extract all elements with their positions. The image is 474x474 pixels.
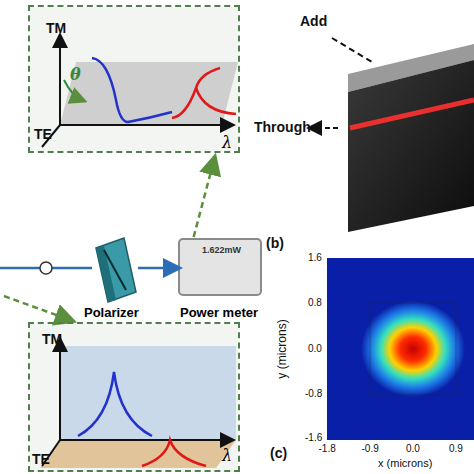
tick-label: 1.6 — [308, 253, 322, 263]
tick-label: 0.9 — [449, 444, 463, 454]
mode-profile — [327, 258, 474, 440]
tick-label: 0.8 — [308, 298, 322, 308]
meter-reading: 1.622mW — [202, 246, 241, 255]
tick-label: -1.6 — [305, 433, 322, 443]
beam-connector — [138, 267, 178, 270]
port-label: Add — [300, 14, 327, 28]
inset-panel: TM θTE λ — [28, 5, 240, 153]
tick-label: 0.0 — [406, 444, 420, 454]
polarizer-plate — [96, 238, 136, 302]
power-meter-box: 1.622mWPower meter — [178, 238, 262, 296]
polarizer-box: Polarizer — [92, 236, 138, 304]
axis-label: TM — [42, 332, 62, 346]
component-label: Power meter — [180, 306, 258, 319]
spectrum-sketch — [30, 7, 238, 151]
angle-symbol: θ — [70, 67, 81, 83]
axis-label: λ — [222, 448, 232, 464]
device-block — [310, 38, 474, 232]
axis-title: y (microns) — [276, 319, 288, 378]
axis-label: TE — [34, 127, 52, 141]
tick-label: -0.8 — [305, 389, 322, 399]
fiber-component — [40, 262, 52, 274]
panel-label: (c) — [270, 446, 287, 460]
axis-label: TE — [32, 452, 50, 466]
inset-panel: TM TE λ — [28, 322, 240, 472]
panel-label: (b) — [266, 236, 284, 250]
spectrum-sketch — [30, 324, 238, 472]
port-label: Through — [254, 120, 311, 134]
tick-label: -1.8 — [319, 444, 336, 454]
component-label: Polarizer — [84, 306, 139, 319]
tick-label: -0.9 — [362, 444, 379, 454]
tick-label: 0.0 — [308, 344, 322, 354]
callout-arrow — [4, 296, 70, 320]
axis-label: TM — [46, 21, 66, 35]
axis-title: x (microns) — [378, 458, 432, 469]
axis-label: λ — [222, 135, 232, 151]
